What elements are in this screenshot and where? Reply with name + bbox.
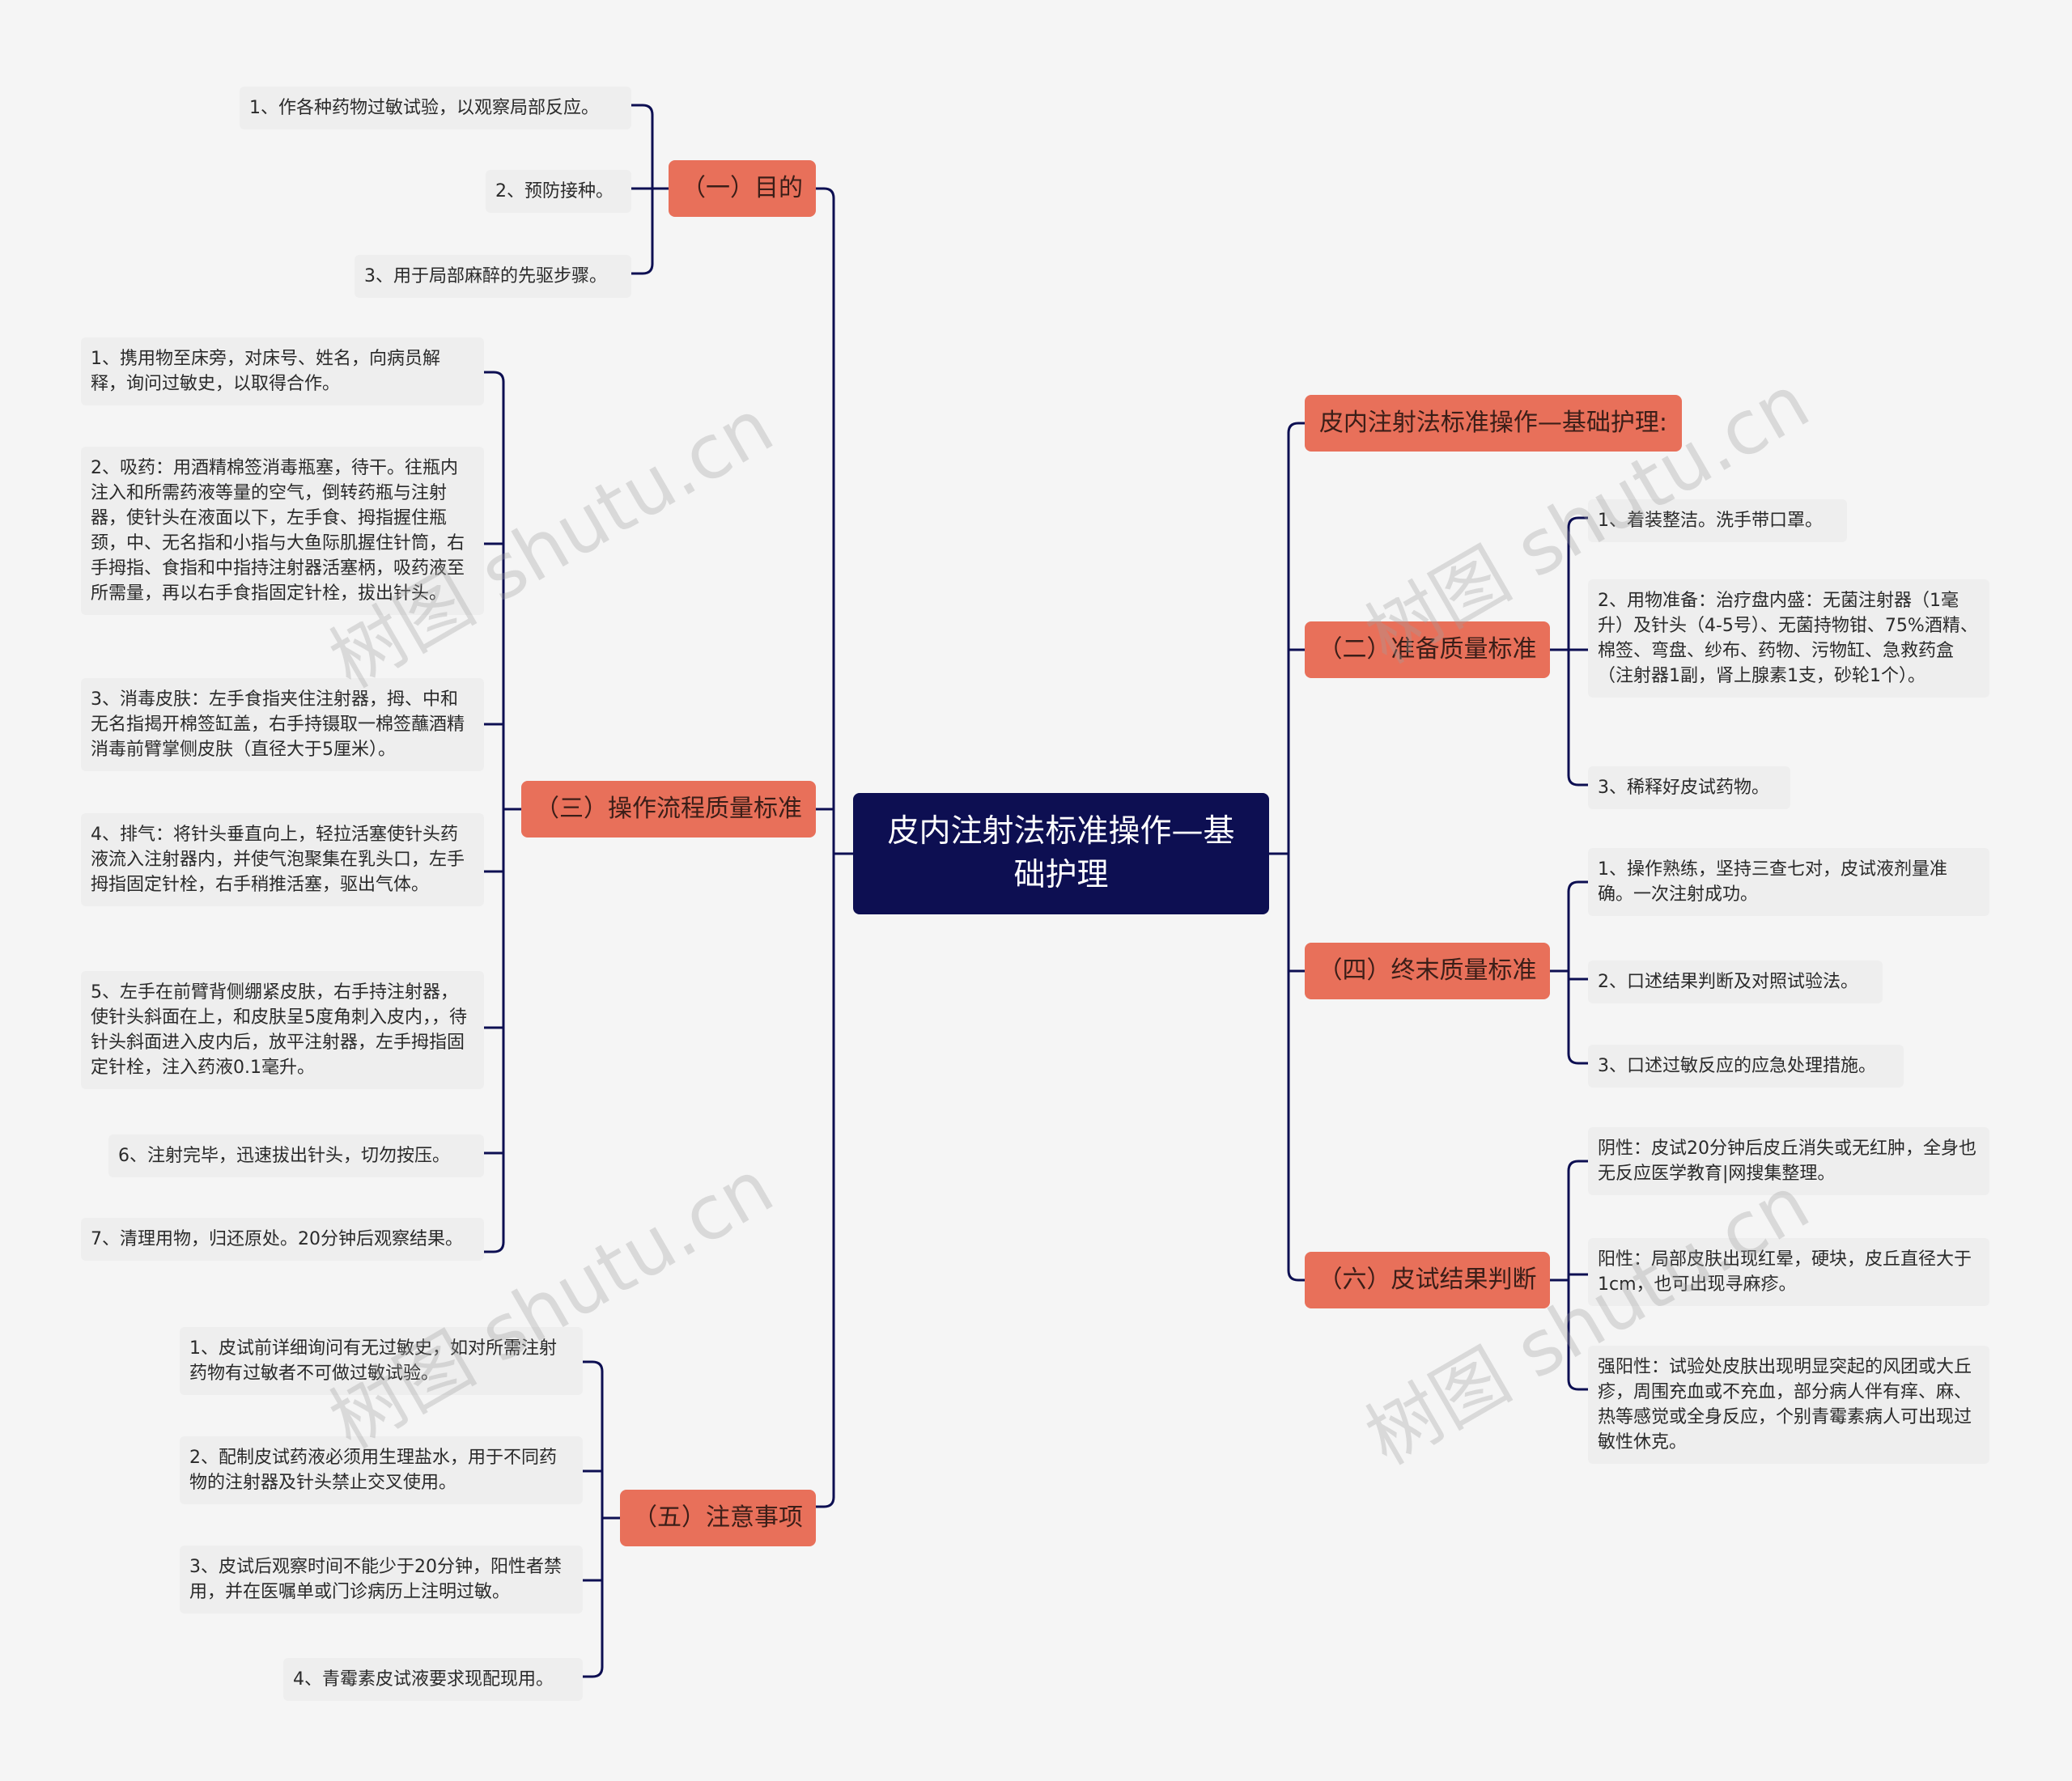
branch-operation-label: （三）操作流程质量标准 bbox=[535, 795, 802, 823]
leaf-preparation-1[interactable]: 1、着装整洁。洗手带口罩。 bbox=[1588, 499, 1847, 542]
branch-preparation-label: （二）准备质量标准 bbox=[1318, 635, 1537, 664]
leaf-result-3[interactable]: 强阳性：试验处皮肤出现明显突起的风团或大丘疹，周围充血或不充血，部分病人伴有痒、… bbox=[1588, 1346, 1989, 1464]
leaf-operation-1[interactable]: 1、携用物至床旁，对床号、姓名，向病员解释，询问过敏史，以取得合作。 bbox=[81, 337, 484, 405]
branch-preparation[interactable]: （二）准备质量标准 bbox=[1305, 621, 1550, 678]
leaf-result-2[interactable]: 阳性：局部皮肤出现红晕，硬块，皮丘直径大于1cm，也可出现寻麻疹。 bbox=[1588, 1238, 1989, 1306]
leaf-notes-2[interactable]: 2、配制皮试药液必须用生理盐水，用于不同药物的注射器及针头禁止交叉使用。 bbox=[180, 1436, 583, 1504]
leaf-operation-2[interactable]: 2、吸药：用酒精棉签消毒瓶塞，待干。往瓶内注入和所需药液等量的空气，倒转药瓶与注… bbox=[81, 447, 484, 615]
branch-notes-label: （五）注意事项 bbox=[633, 1503, 803, 1532]
leaf-preparation-3[interactable]: 3、稀释好皮试药物。 bbox=[1588, 766, 1790, 809]
leaf-final-1[interactable]: 1、操作熟练，坚持三查七对，皮试液剂量准确。一次注射成功。 bbox=[1588, 848, 1989, 916]
root-topic[interactable]: 皮内注射法标准操作—基础护理 bbox=[853, 793, 1269, 914]
branch-purpose-label: （一）目的 bbox=[681, 174, 803, 202]
leaf-final-3[interactable]: 3、口述过敏反应的应急处理措施。 bbox=[1588, 1045, 1904, 1088]
leaf-final-2[interactable]: 2、口述结果判断及对照试验法。 bbox=[1588, 960, 1883, 1003]
leaf-operation-6[interactable]: 6、注射完毕，迅速拔出针头，切勿按压。 bbox=[108, 1134, 484, 1177]
branch-operation[interactable]: （三）操作流程质量标准 bbox=[521, 781, 816, 837]
branch-result[interactable]: （六）皮试结果判断 bbox=[1305, 1252, 1550, 1308]
leaf-purpose-1[interactable]: 1、作各种药物过敏试验，以观察局部反应。 bbox=[240, 87, 631, 129]
branch-title[interactable]: 皮内注射法标准操作—基础护理: bbox=[1305, 395, 1682, 452]
leaf-operation-5[interactable]: 5、左手在前臂背侧绷紧皮肤，右手持注射器，使针头斜面在上，和皮肤呈5度角刺入皮内… bbox=[81, 971, 484, 1089]
branch-result-label: （六）皮试结果判断 bbox=[1318, 1266, 1537, 1294]
branch-purpose[interactable]: （一）目的 bbox=[669, 160, 816, 217]
leaf-preparation-2[interactable]: 2、用物准备：治疗盘内盛：无菌注射器（1毫升）及针头（4-5号）、无菌持物钳、7… bbox=[1588, 579, 1989, 698]
leaf-purpose-3[interactable]: 3、用于局部麻醉的先驱步骤。 bbox=[355, 255, 631, 298]
leaf-notes-3[interactable]: 3、皮试后观察时间不能少于20分钟，阳性者禁用，并在医嘱单或门诊病历上注明过敏。 bbox=[180, 1546, 583, 1614]
leaf-notes-4[interactable]: 4、青霉素皮试液要求现配现用。 bbox=[283, 1658, 583, 1701]
root-topic-label: 皮内注射法标准操作—基础护理 bbox=[887, 813, 1235, 893]
branch-final-label: （四）终末质量标准 bbox=[1318, 956, 1537, 985]
branch-notes[interactable]: （五）注意事项 bbox=[620, 1490, 816, 1546]
leaf-operation-4[interactable]: 4、排气：将针头垂直向上，轻拉活塞使针头药液流入注射器内，并使气泡聚集在乳头口，… bbox=[81, 813, 484, 906]
leaf-operation-7[interactable]: 7、清理用物，归还原处。20分钟后观察结果。 bbox=[81, 1218, 484, 1261]
leaf-notes-1[interactable]: 1、皮试前详细询问有无过敏史，如对所需注射药物有过敏者不可做过敏试验。 bbox=[180, 1327, 583, 1395]
leaf-purpose-2[interactable]: 2、预防接种。 bbox=[486, 170, 631, 213]
leaf-result-1[interactable]: 阴性：皮试20分钟后皮丘消失或无红肿，全身也无反应医学教育|网搜集整理。 bbox=[1588, 1127, 1989, 1195]
branch-title-label: 皮内注射法标准操作—基础护理: bbox=[1318, 409, 1668, 437]
branch-final[interactable]: （四）终末质量标准 bbox=[1305, 943, 1550, 999]
leaf-operation-3[interactable]: 3、消毒皮肤：左手食指夹住注射器，拇、中和无名指揭开棉签缸盖，右手持镊取一棉签蘸… bbox=[81, 678, 484, 771]
